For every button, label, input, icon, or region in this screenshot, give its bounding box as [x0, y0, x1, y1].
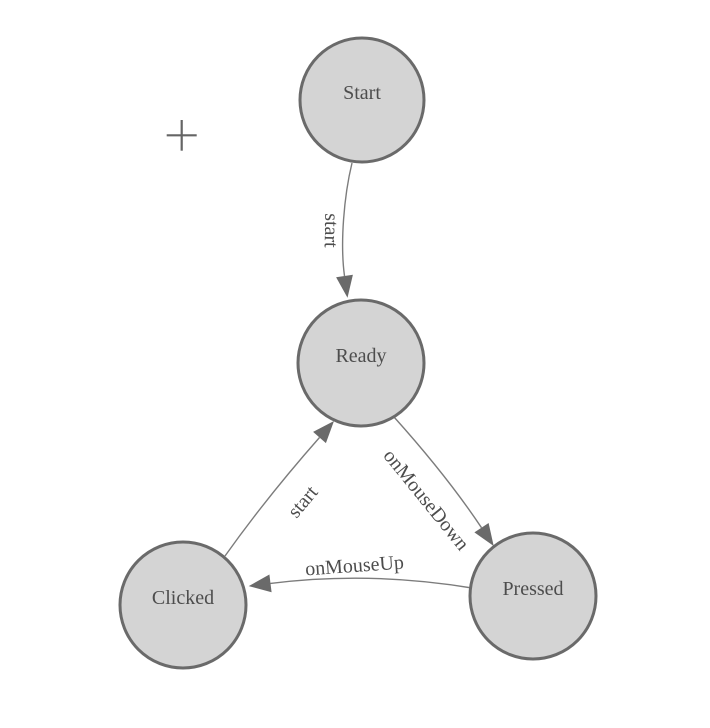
state-node-clicked-circle[interactable]	[118, 540, 248, 670]
edge-ready-to-pressed-line[interactable]	[393, 416, 483, 529]
arrowhead-icon	[474, 523, 494, 546]
edge-clicked-to-ready[interactable]: start	[224, 421, 334, 557]
edge-start-to-ready[interactable]: start	[320, 162, 353, 298]
state-node-pressed-circle[interactable]	[468, 531, 598, 661]
crosshair-icon	[166, 120, 197, 151]
state-node-pressed[interactable]: Pressed	[468, 531, 598, 661]
edge-label-start: start	[320, 213, 343, 248]
edge-label-onmousedown: onMouseDown	[379, 445, 474, 555]
edge-clicked-to-ready-line[interactable]	[224, 437, 321, 557]
state-node-clicked-label: Clicked	[152, 587, 214, 609]
arrowhead-icon	[336, 274, 353, 298]
state-node-clicked[interactable]: Clicked	[118, 540, 248, 670]
state-node-ready-label: Ready	[335, 345, 386, 367]
arrowhead-icon	[313, 421, 334, 444]
edge-ready-to-pressed[interactable]: onMouseDown	[379, 416, 494, 555]
edge-label-start-2: start	[284, 481, 323, 522]
state-node-start-label: Start	[343, 82, 381, 104]
edge-pressed-to-clicked-line[interactable]	[270, 577, 473, 589]
edge-pressed-to-clicked[interactable]: onMouseUp	[248, 552, 473, 593]
state-node-start-circle[interactable]	[298, 36, 426, 164]
state-node-start[interactable]: Start	[298, 36, 426, 164]
edge-label-onmouseup: onMouseUp	[304, 552, 404, 581]
arrowhead-icon	[248, 574, 272, 593]
edge-start-to-ready-line[interactable]	[341, 162, 353, 277]
state-node-ready-circle[interactable]	[296, 298, 426, 428]
state-node-ready[interactable]: Ready	[296, 298, 426, 428]
state-node-pressed-label: Pressed	[502, 578, 563, 600]
